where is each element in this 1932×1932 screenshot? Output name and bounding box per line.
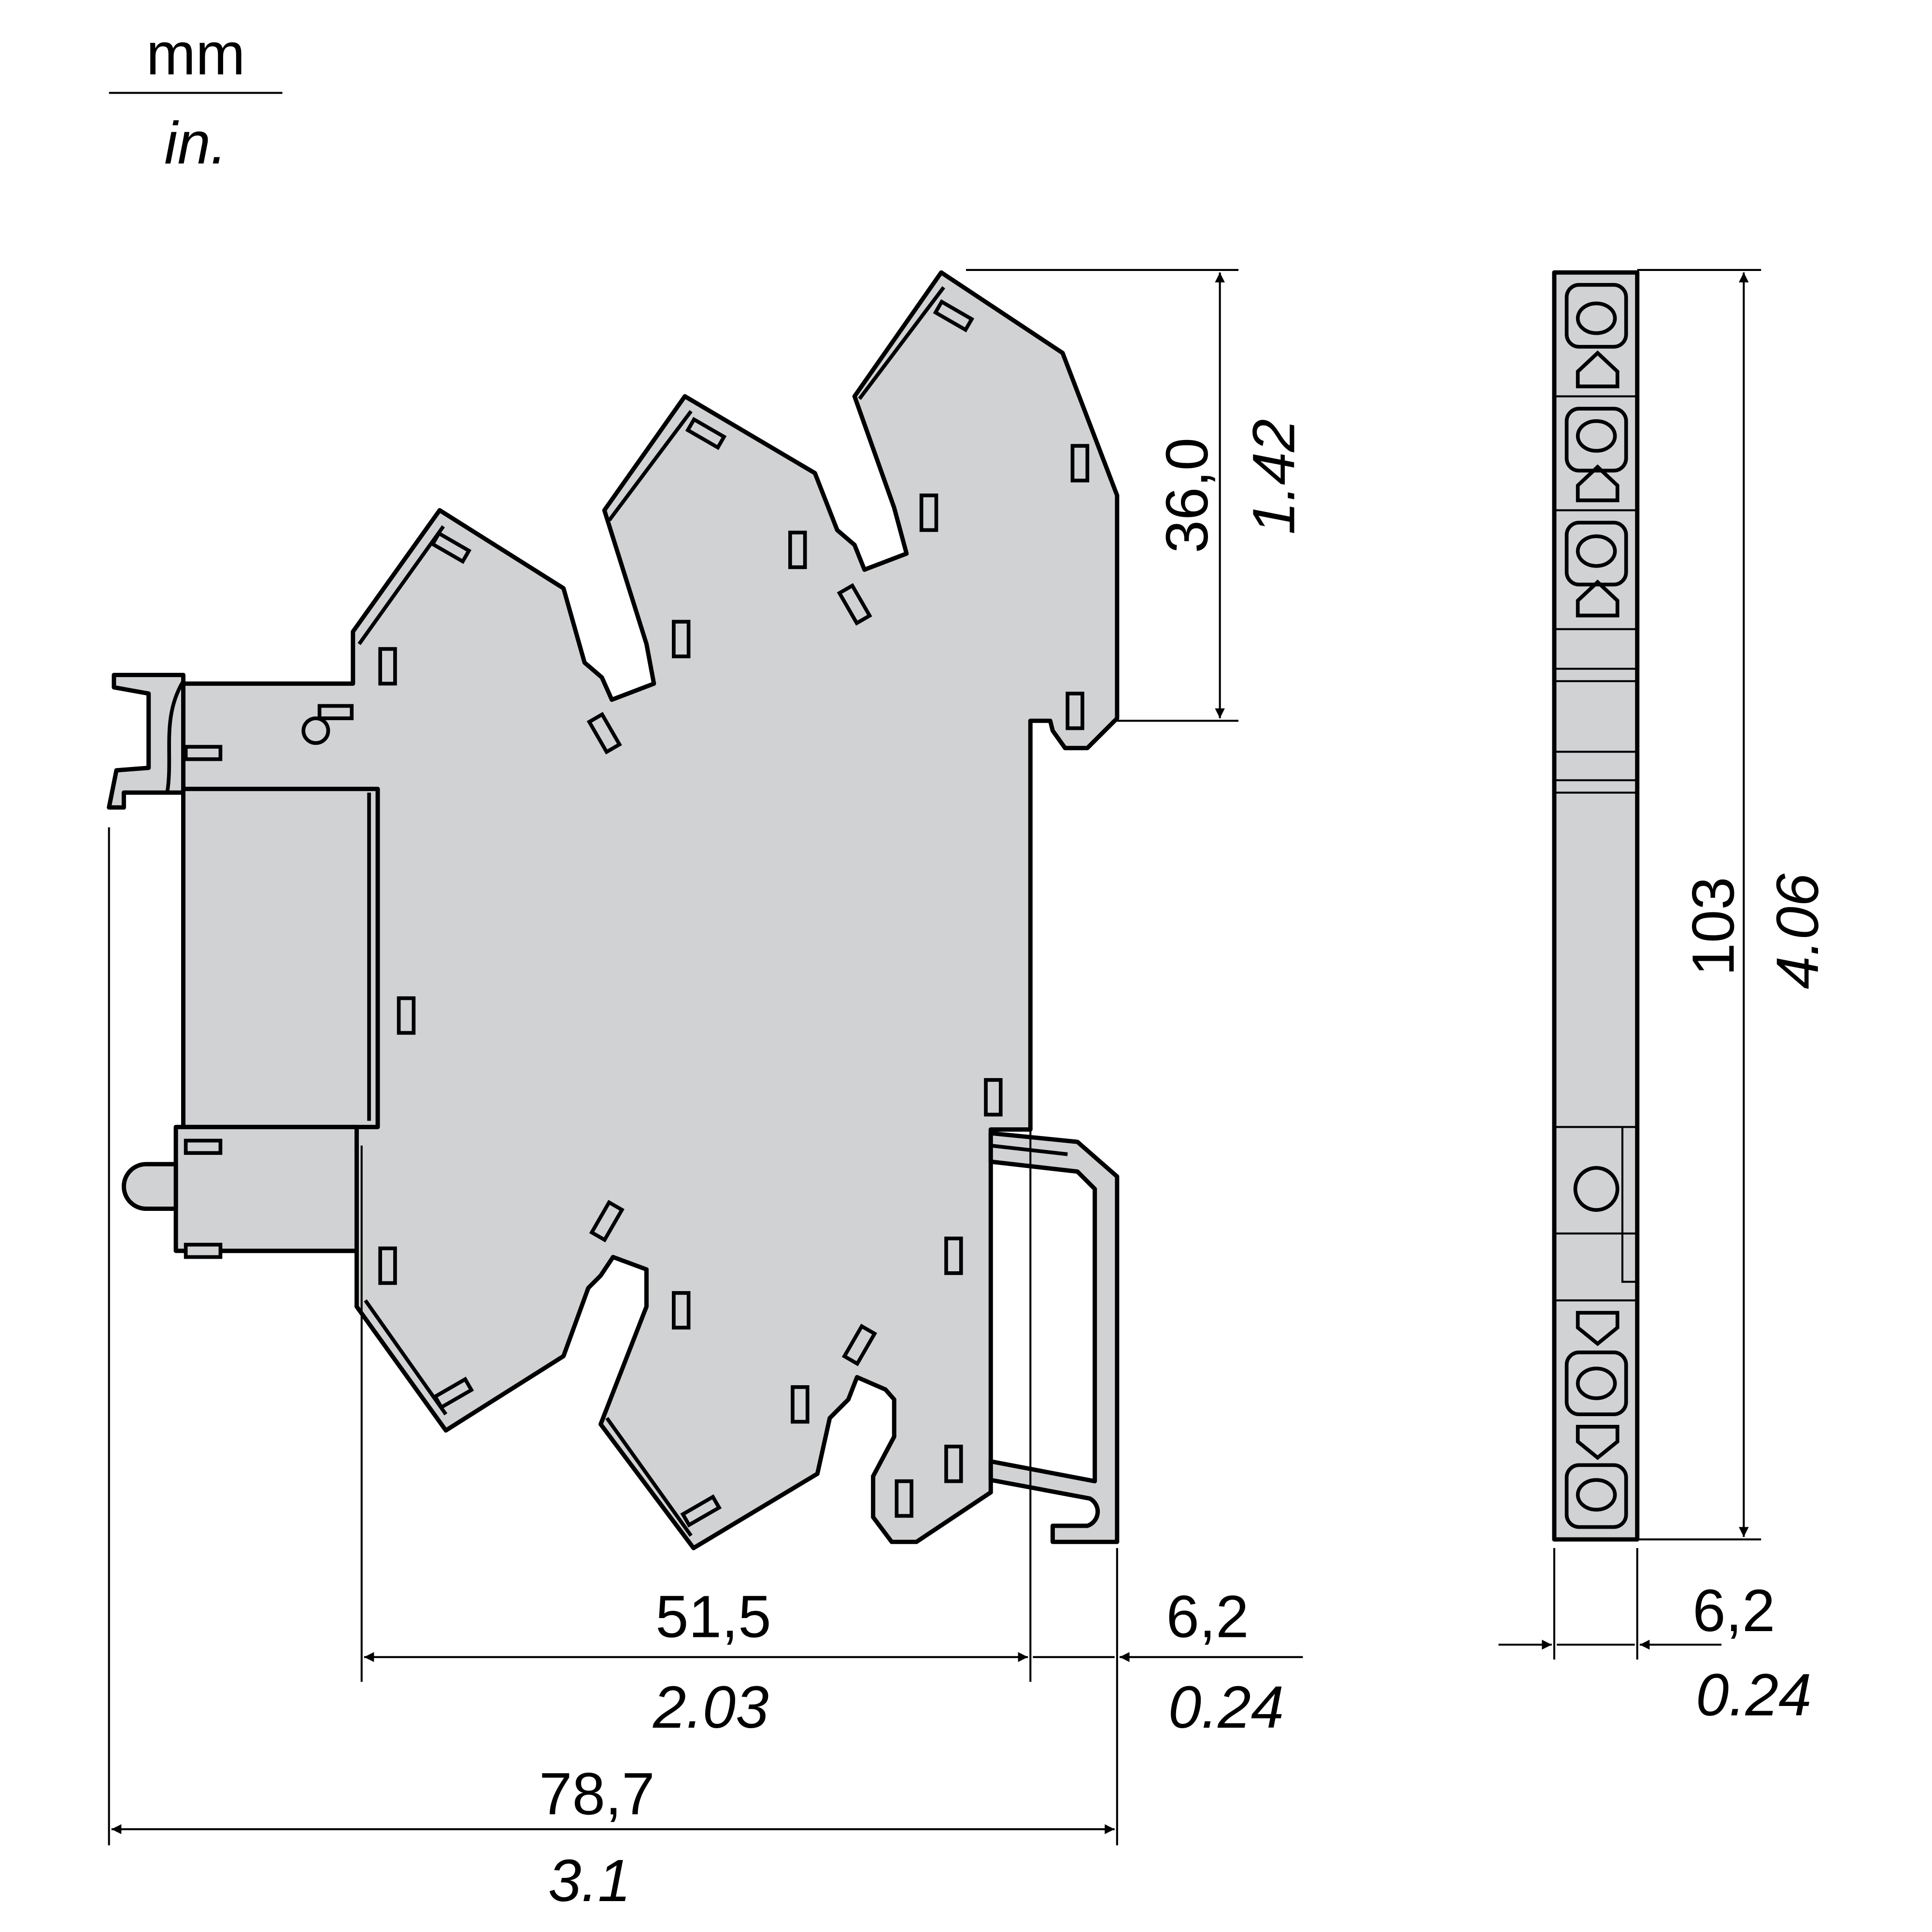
dim-rail-in: 0.24 bbox=[1168, 1675, 1284, 1741]
dimension-lines bbox=[108, 269, 1762, 1846]
led-icon bbox=[121, 1162, 178, 1211]
dim-103-in: 4.06 bbox=[1765, 873, 1831, 989]
unit-in: in. bbox=[164, 110, 227, 176]
bevel-lines bbox=[357, 286, 945, 1537]
relay-module bbox=[181, 786, 380, 1129]
slots bbox=[184, 299, 1090, 1528]
dim-103-mm: 103 bbox=[1681, 877, 1747, 976]
dim-51-mm: 51,5 bbox=[655, 1584, 771, 1650]
relay-side-view bbox=[107, 270, 1120, 1550]
dim-78-mm: 78,7 bbox=[539, 1761, 655, 1827]
dim-width-mm: 6,2 bbox=[1692, 1578, 1775, 1644]
clip-line bbox=[990, 1143, 1068, 1156]
relay-front-view bbox=[1552, 270, 1640, 1542]
dim-rail-mm: 6,2 bbox=[1166, 1584, 1249, 1650]
din-clip-left bbox=[107, 672, 185, 810]
front-body bbox=[1552, 270, 1640, 1542]
led-window-icon bbox=[1573, 1166, 1619, 1212]
pin-hole-icon bbox=[301, 716, 330, 745]
led-housing bbox=[173, 1124, 359, 1253]
clip-spring bbox=[165, 680, 185, 793]
terminal-screws bbox=[1554, 283, 1637, 1529]
dim-36-in: 1.42 bbox=[1241, 419, 1307, 535]
dim-36-mm: 36,0 bbox=[1154, 438, 1221, 554]
front-lines bbox=[1554, 628, 1637, 1302]
relay-body-outline bbox=[181, 270, 1120, 1550]
unit-mm: mm bbox=[146, 21, 245, 87]
dim-78-in: 3.1 bbox=[548, 1848, 631, 1914]
dim-51-in: 2.03 bbox=[653, 1675, 769, 1741]
din-rail-clip bbox=[988, 1131, 1120, 1544]
dim-width-in: 0.24 bbox=[1696, 1662, 1812, 1728]
